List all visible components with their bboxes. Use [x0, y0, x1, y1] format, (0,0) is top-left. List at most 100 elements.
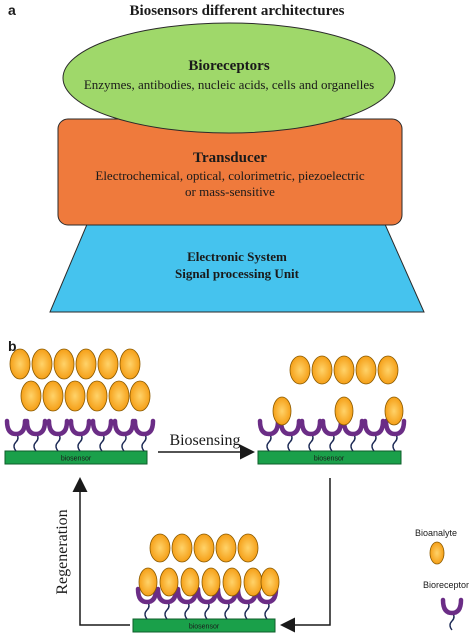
bioanalyte	[243, 567, 263, 597]
electronic-line2: Signal processing Unit	[175, 266, 300, 281]
panel-a-title: Biosensors different architectures	[130, 3, 345, 19]
sensor-bottom: biosensor	[132, 618, 276, 633]
bioanalyte	[97, 348, 119, 380]
bioanalyte	[86, 380, 108, 412]
regeneration-arrow	[72, 477, 130, 626]
bioreceptors-ellipse	[62, 22, 396, 134]
bioreceptor	[112, 418, 136, 452]
bioreceptor	[90, 418, 114, 452]
bioreceptor-cup	[132, 418, 156, 437]
bioanalyte	[31, 348, 53, 380]
bioreceptor-cup	[278, 418, 302, 437]
bioanalyte	[201, 567, 221, 597]
biosensor-bar-bottom	[132, 618, 276, 633]
bioreceptor-cup	[46, 418, 70, 437]
biosensing-arrow-group: Biosensing	[158, 432, 255, 460]
bioreceptor	[4, 418, 28, 452]
bioreceptor	[46, 418, 70, 452]
legend-bioanalyte-icon	[429, 541, 445, 565]
bioreceptors-block: Bioreceptors Enzymes, antibodies, nuclei…	[62, 22, 396, 134]
bioanalyte	[159, 567, 179, 597]
analytes-layer	[9, 348, 404, 597]
bioanalyte	[334, 396, 354, 426]
transducer-line1: Electrochemical, optical, colorimetric, …	[95, 168, 364, 183]
bioreceptor-cup	[299, 418, 323, 437]
regeneration-arrow-group: Regeneration	[54, 477, 130, 626]
bioanalyte	[119, 348, 141, 380]
legend-bioreceptor-label: Bioreceptor	[423, 580, 469, 590]
bioanalyte	[138, 567, 158, 597]
bioreceptor-cup	[68, 418, 92, 437]
bioreceptor	[320, 418, 344, 452]
bioreceptor-cup	[362, 418, 386, 437]
bioreceptor-cup	[155, 586, 179, 605]
bioanalyte	[20, 380, 42, 412]
bioanalyte	[9, 348, 31, 380]
biosensing-label: Biosensing	[169, 432, 240, 449]
bioanalyte	[289, 355, 311, 385]
bioreceptors-title: Bioreceptors	[188, 58, 270, 74]
bioanalyte	[171, 533, 193, 563]
panel-a-label: a	[8, 2, 16, 18]
bioreceptor-cup	[440, 597, 464, 616]
biosensor-label-left: biosensor	[61, 456, 92, 463]
bioreceptor	[383, 418, 407, 452]
transducer-title: Transducer	[193, 150, 267, 166]
bioanalyte	[377, 355, 399, 385]
bioreceptor	[175, 586, 199, 620]
bioanalyte	[222, 567, 242, 597]
bioreceptor-cup	[383, 418, 407, 437]
bioreceptors-text: Enzymes, antibodies, nucleic acids, cell…	[84, 77, 374, 92]
bioreceptor-cup	[320, 418, 344, 437]
bioreceptor	[299, 418, 323, 452]
bioreceptor	[341, 418, 365, 452]
sensor-left: biosensor	[4, 450, 148, 465]
legend-bioreceptor-icon	[440, 597, 464, 631]
bioreceptor-cup	[90, 418, 114, 437]
bioanalyte	[75, 348, 97, 380]
biosensor-bar-right	[257, 450, 402, 465]
regeneration-label: Regeneration	[54, 509, 71, 594]
bioreceptor-cup	[175, 586, 199, 605]
bioanalyte	[193, 533, 215, 563]
bioreceptor-cup	[255, 586, 279, 605]
biosensor-label-bottom: biosensor	[189, 624, 220, 631]
bioreceptor-cup	[341, 418, 365, 437]
bioreceptor	[255, 586, 279, 620]
transducer-block: Transducer Electrochemical, optical, col…	[57, 118, 403, 226]
bioanalyte	[333, 355, 355, 385]
electronic-line1: Electronic System	[187, 249, 287, 264]
legend: Bioanalyte Bioreceptor	[415, 528, 469, 631]
bioanalyte	[384, 396, 404, 426]
bioanalyte	[180, 567, 200, 597]
biosensor-label-right: biosensor	[314, 456, 345, 463]
bioreceptor	[24, 418, 48, 452]
sensor-right: biosensor	[257, 450, 402, 465]
bioanalyte	[108, 380, 130, 412]
bioreceptor	[278, 418, 302, 452]
bioanalyte	[272, 396, 292, 426]
bioanalyte	[237, 533, 259, 563]
bioanalyte	[64, 380, 86, 412]
bioreceptor-cup	[24, 418, 48, 437]
bioreceptor	[362, 418, 386, 452]
bioreceptor-cup	[135, 586, 159, 605]
bioanalyte	[260, 567, 280, 597]
bioreceptor-cup	[112, 418, 136, 437]
panel-b-label: b	[8, 338, 17, 354]
bioanalyte	[42, 380, 64, 412]
bioreceptor	[132, 418, 156, 452]
bioreceptor	[68, 418, 92, 452]
legend-bioanalyte-label: Bioanalyte	[415, 528, 457, 538]
bioanalyte	[53, 348, 75, 380]
biosensor-bar-left	[4, 450, 148, 465]
bioanalyte	[355, 355, 377, 385]
bioanalyte	[215, 533, 237, 563]
bioreceptor	[155, 586, 179, 620]
bioanalyte	[311, 355, 333, 385]
transducer-line2: or mass-sensitive	[185, 184, 275, 199]
bioanalyte	[149, 533, 171, 563]
transfer-arrow	[280, 478, 331, 633]
bioreceptor-cup	[4, 418, 28, 437]
